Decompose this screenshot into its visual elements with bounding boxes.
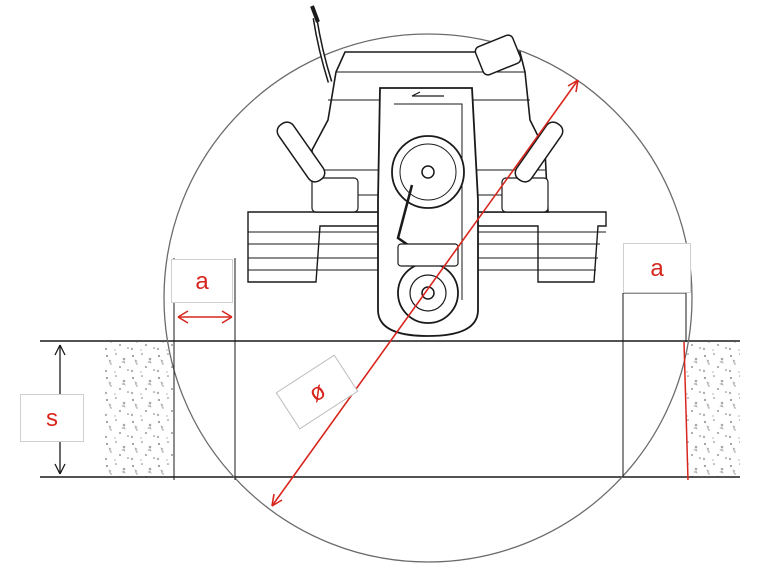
gear-linkage (396, 184, 414, 247)
cable-left-inner (314, 17, 331, 83)
a-left-arrowhead-2 (221, 310, 233, 324)
arm-inner (394, 103, 463, 300)
blade-hub-housing (397, 243, 459, 267)
label-s: s (20, 394, 84, 442)
slab-right-gravel (684, 342, 740, 477)
handle-right (514, 121, 564, 183)
blade-hub-center (421, 286, 435, 300)
concrete-slab (40, 340, 740, 478)
label-a-right: a (623, 243, 691, 293)
diameter-arrowhead-bottom (271, 493, 283, 507)
diameter-arrowhead-top (567, 79, 579, 93)
s-arrow-bottom (54, 463, 66, 475)
wall-saw-machine (276, 5, 564, 337)
housing-block-left (311, 177, 359, 213)
s-arrow-top (54, 344, 66, 356)
label-s-text: s (46, 405, 58, 432)
dimension-a-right (622, 292, 689, 481)
dimension-diameter (271, 79, 579, 507)
handle-left (276, 121, 326, 183)
a-left-arrowhead-1 (177, 310, 189, 324)
saw-blade-circle (163, 33, 693, 563)
arm-arrow (411, 91, 444, 97)
label-a-right-text: a (650, 255, 664, 282)
top-right-handle (474, 34, 522, 76)
gear-disc-hub (421, 165, 435, 179)
diameter-line (271, 79, 579, 507)
housing-block-right (501, 177, 549, 213)
slab-left-gravel (104, 342, 174, 477)
label-a-left-text: a (195, 268, 209, 295)
a-right-cut-line (683, 341, 689, 481)
cable-connector (310, 5, 320, 23)
label-a-left: a (171, 259, 233, 303)
